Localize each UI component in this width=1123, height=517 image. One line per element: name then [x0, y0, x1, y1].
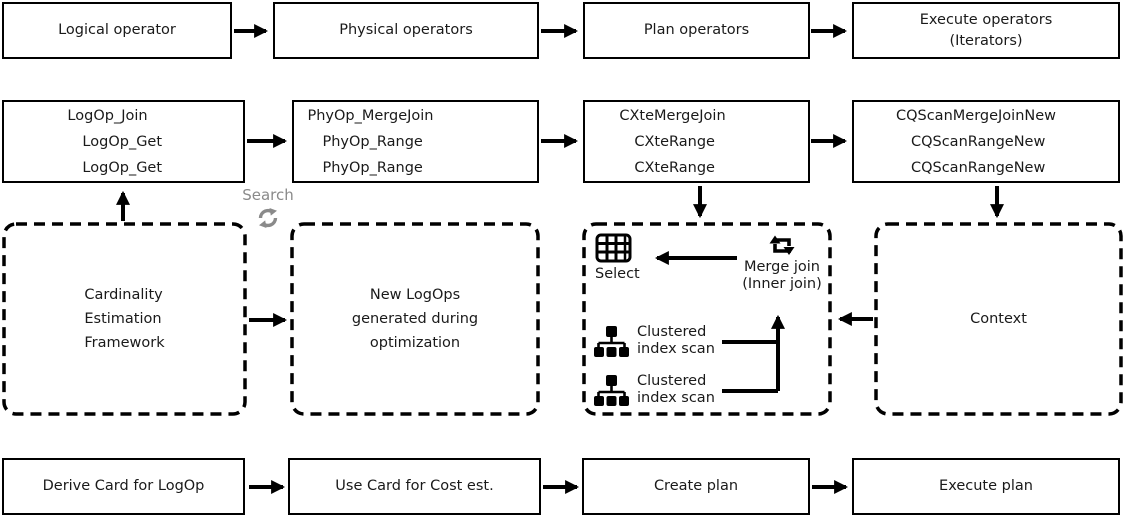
operator-name: PhyOp_MergeJoin: [307, 107, 434, 124]
plan-node-label: Clustered: [637, 373, 707, 389]
search-annotation: Search: [239, 186, 297, 230]
box-label: Cardinality: [84, 287, 163, 303]
box-new-logops: New LogOps generated during optimization: [292, 224, 538, 414]
box-cqscan-stack: CQScanMergeJoinNew CQScanRangeNew CQScan…: [852, 100, 1120, 183]
box-logop-stack: LogOp_Join LogOp_Get LogOp_Get: [2, 100, 245, 183]
operator-name: CQScanRangeNew: [910, 133, 1046, 150]
plan-node-merge-join: Merge join (Inner join): [739, 231, 825, 293]
box-label: Plan operators: [643, 22, 750, 38]
box-cxte-stack: CXteMergeJoin CXteRange CXteRange: [583, 100, 810, 183]
box-physical-operators: Physical operators: [273, 2, 539, 59]
box-plan-operators: Plan operators: [583, 2, 810, 59]
box-label: generated during: [351, 311, 479, 327]
operator-name: LogOp_Join: [67, 107, 148, 124]
box-phyop-stack: PhyOp_MergeJoin PhyOp_Range PhyOp_Range: [292, 100, 539, 183]
box-label: Context: [970, 311, 1027, 327]
plan-node-label: Clustered: [637, 324, 707, 340]
box-label: New LogOps: [369, 287, 461, 303]
operator-name: CXteRange: [634, 159, 715, 176]
operator-name: CXteRange: [634, 133, 715, 150]
plan-node-label: Select: [595, 266, 640, 282]
box-derive-card: Derive Card for LogOp: [2, 458, 245, 515]
operator-name: CQScanMergeJoinNew: [895, 107, 1057, 124]
plan-node-clustered-index-scan: Clustered index scan: [594, 324, 715, 358]
box-label: Physical operators: [339, 22, 473, 38]
box-use-card: Use Card for Cost est.: [288, 458, 541, 515]
operator-name: LogOp_Get: [82, 159, 163, 176]
box-label: (Iterators): [949, 32, 1023, 49]
operator-name: CXteMergeJoin: [619, 107, 726, 124]
operator-name: PhyOp_Range: [322, 159, 423, 176]
box-create-plan: Create plan: [582, 458, 810, 515]
plan-node-label: Merge join: [744, 259, 820, 275]
box-context: Context: [876, 224, 1121, 414]
box-label: Execute operators: [919, 11, 1053, 28]
operator-name: LogOp_Get: [82, 133, 163, 150]
plan-node-clustered-index-scan: Clustered index scan: [594, 373, 715, 407]
box-execute-plan: Execute plan: [852, 458, 1120, 515]
plan-node-select: Select: [595, 233, 640, 283]
search-label: Search: [242, 186, 294, 204]
box-label: Use Card for Cost est.: [335, 478, 494, 494]
box-label: Execute plan: [939, 478, 1033, 494]
plan-node-label: (Inner join): [742, 276, 822, 292]
box-label: Derive Card for LogOp: [42, 478, 205, 494]
plan-node-label: index scan: [637, 341, 715, 357]
index-tree-icon: [594, 325, 629, 357]
box-execute-operators: Execute operators (Iterators): [852, 2, 1120, 59]
plan-node-label: index scan: [637, 390, 715, 406]
box-plan-tree: Select Merge join (Inner join): [584, 224, 830, 414]
box-label: Logical operator: [58, 22, 176, 38]
refresh-cycle-icon: [258, 208, 278, 228]
box-label: Estimation: [84, 311, 162, 327]
loop-repeat-icon: [769, 235, 795, 255]
box-label: Framework: [84, 335, 165, 351]
table-grid-icon: [595, 233, 632, 263]
operator-name: CQScanRangeNew: [910, 159, 1046, 176]
operator-name: PhyOp_Range: [322, 133, 423, 150]
box-label: optimization: [369, 335, 461, 351]
box-label: Create plan: [653, 478, 739, 494]
box-cardinality-estimation-framework: Cardinality Estimation Framework: [4, 224, 245, 414]
index-tree-icon: [594, 374, 629, 406]
box-logical-operator: Logical operator: [2, 2, 232, 59]
